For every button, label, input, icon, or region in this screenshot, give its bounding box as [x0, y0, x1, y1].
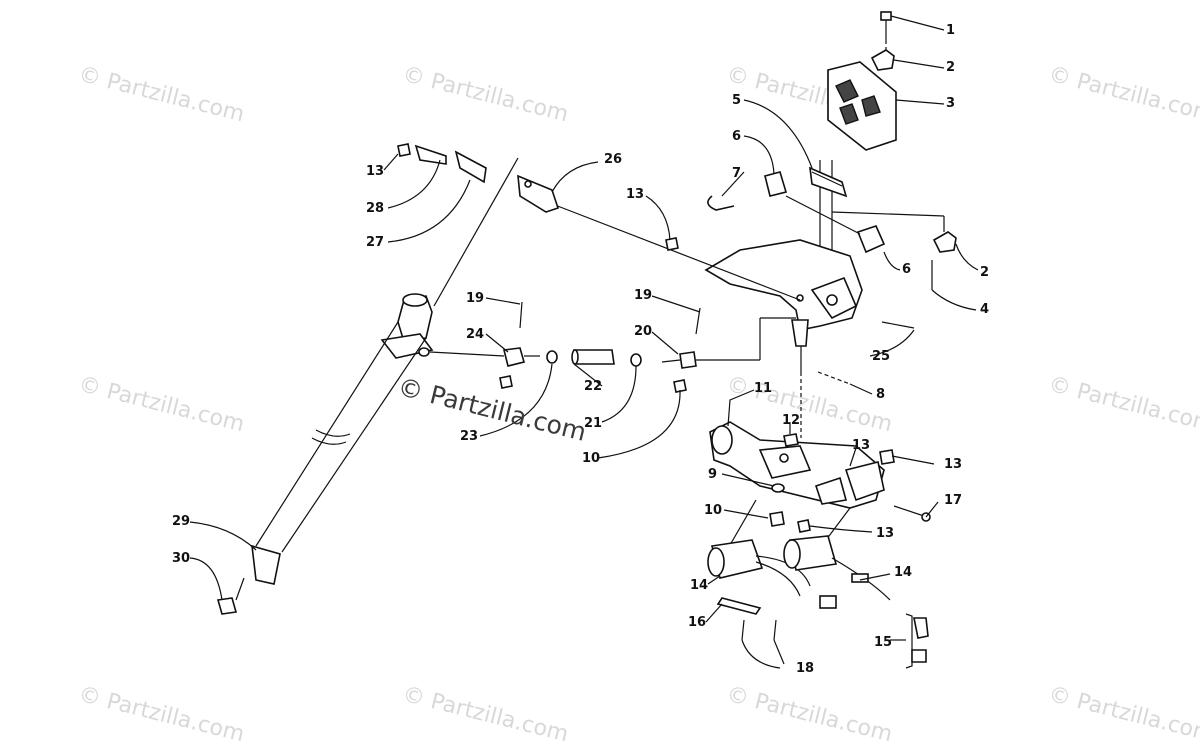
callout-label: 22	[584, 379, 603, 394]
callout-label: 12	[782, 413, 801, 428]
callout-label: 7	[732, 166, 742, 181]
callout-label: 3	[946, 96, 956, 111]
bushing-part-6b	[856, 225, 886, 254]
callout-label: 2	[980, 265, 990, 280]
callout-label: 6	[902, 262, 912, 277]
nut-part-30	[216, 597, 238, 615]
callout-label: 23	[460, 429, 479, 444]
washer-part-9	[771, 483, 785, 493]
callout-label: 13	[944, 457, 963, 472]
callout-label: 26	[604, 152, 623, 167]
callout-label: 25	[872, 349, 891, 364]
callout-label: 20	[634, 324, 653, 339]
callout-label: 30	[172, 551, 191, 566]
callout-label: 18	[796, 661, 815, 676]
clip-part-7	[707, 195, 735, 211]
callout-label: 24	[466, 327, 485, 342]
column-end-part-29	[251, 544, 281, 585]
rod-end-part-20	[679, 351, 697, 369]
support-bracket	[704, 239, 863, 331]
callout-label: 4	[980, 302, 990, 317]
tube-part-22	[573, 349, 615, 365]
callout-label: 14	[894, 565, 913, 580]
callout-label: 13	[626, 187, 645, 202]
nut-part-10	[769, 511, 785, 527]
callout-label: 15	[874, 635, 893, 650]
bolt-part-1	[880, 11, 892, 40]
callout-label: 17	[944, 493, 963, 508]
grip-part-5	[809, 166, 848, 198]
callout-label: 10	[704, 503, 723, 518]
grip-part-27	[454, 150, 487, 184]
callout-label: 5	[732, 93, 742, 108]
callout-label: 8	[876, 387, 886, 402]
clamp-part-2	[870, 49, 895, 71]
callout-label: 19	[634, 288, 653, 303]
link-part-28	[414, 144, 447, 165]
callout-label: 10	[582, 451, 601, 466]
callout-label: 28	[366, 201, 385, 216]
bushing-part-6	[764, 171, 788, 197]
callout-label: 1	[946, 23, 956, 38]
nut-part-12	[783, 433, 799, 447]
callout-label: 11	[754, 381, 773, 396]
bracket-part-3	[827, 61, 897, 151]
callout-label: 2	[946, 60, 956, 75]
clamp-part-2b	[932, 231, 957, 253]
callout-label: 21	[584, 416, 603, 431]
bracket-part-26	[517, 174, 560, 213]
callout-label: 14	[690, 578, 709, 593]
callout-label: 29	[172, 514, 191, 529]
callout-label: 9	[708, 467, 718, 482]
callout-label: 19	[466, 291, 485, 306]
callout-label: 27	[366, 235, 385, 250]
strap-part-16	[716, 597, 762, 615]
callout-label: 13	[876, 526, 895, 541]
rod-end-part-24	[503, 347, 525, 367]
callout-label: 13	[366, 164, 385, 179]
callout-label: 6	[732, 129, 742, 144]
boot-part-15	[913, 617, 929, 639]
callout-label: 16	[688, 615, 707, 630]
callout-label: 13	[852, 438, 871, 453]
